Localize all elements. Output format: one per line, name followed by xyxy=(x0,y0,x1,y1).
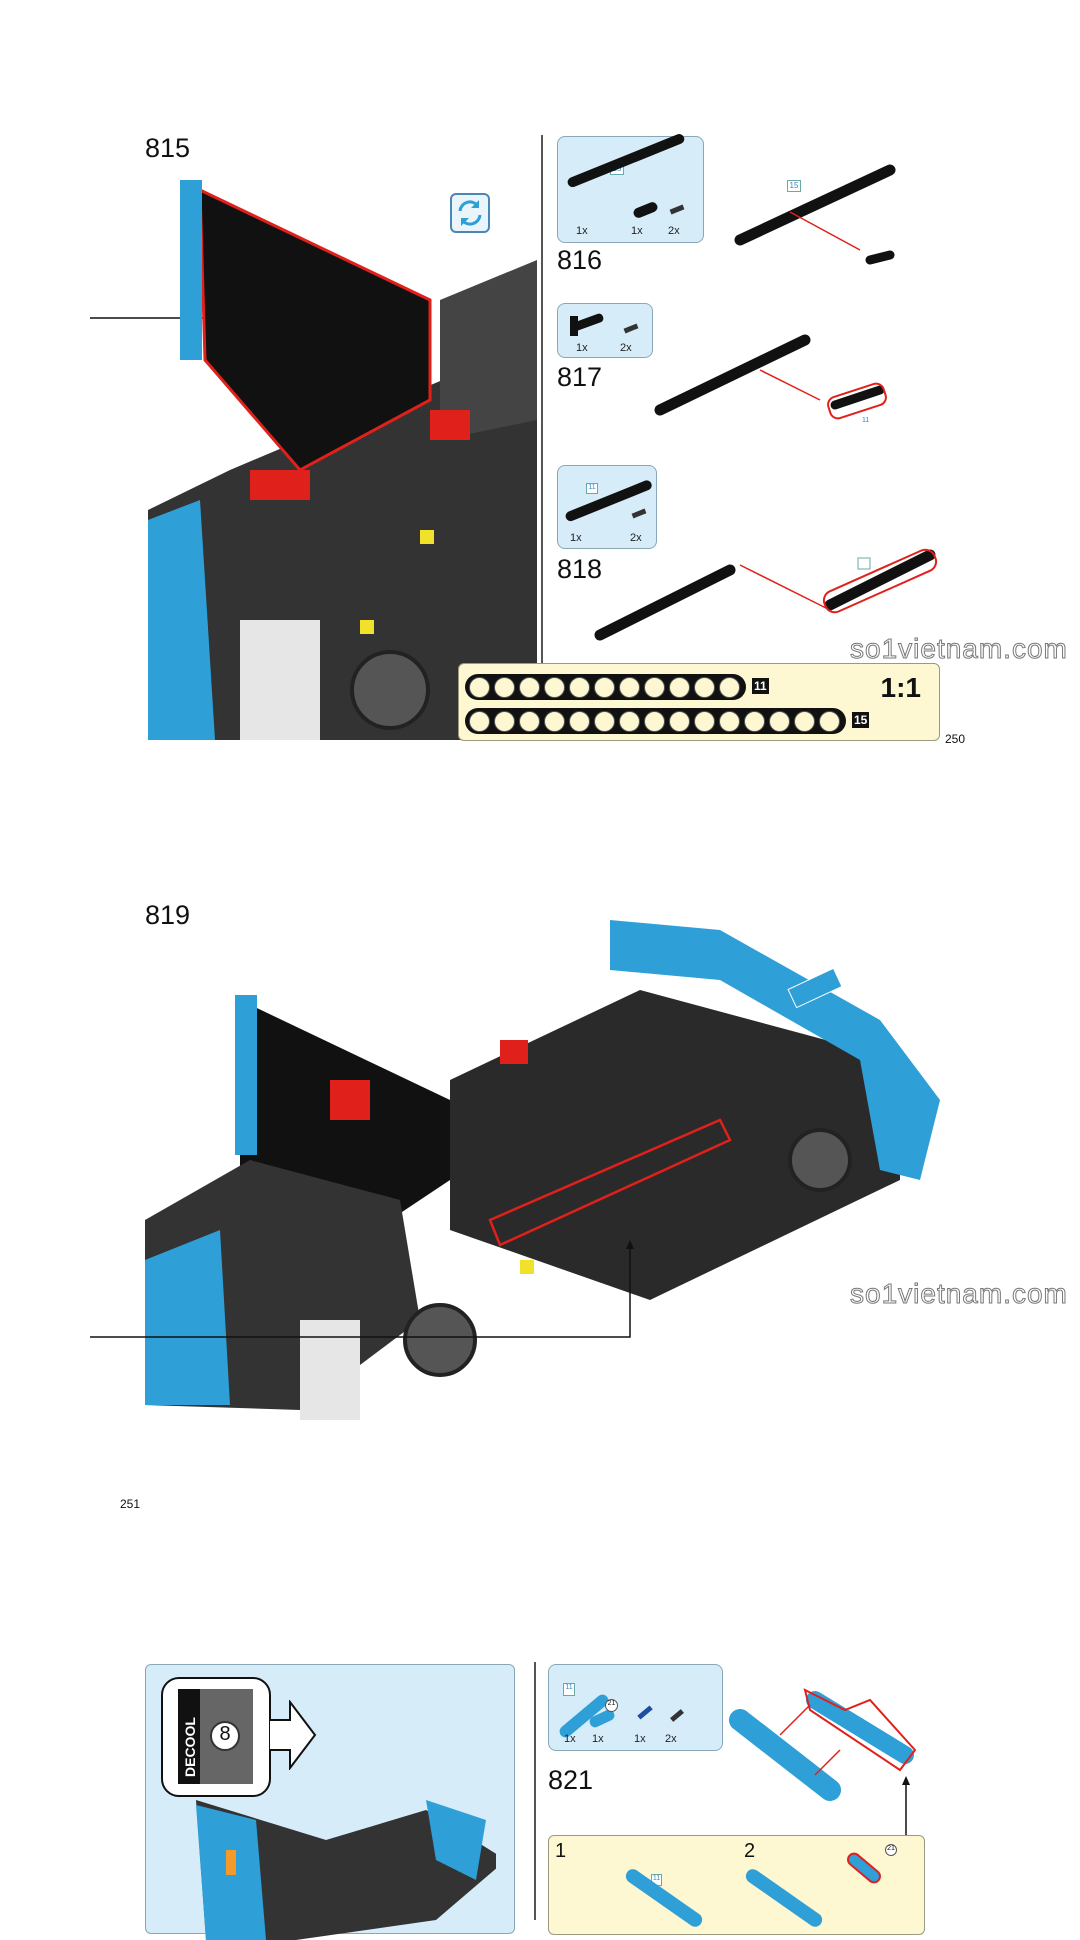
bag-callout: DECOOL 8 xyxy=(161,1677,271,1797)
ruler-hole xyxy=(494,710,515,732)
parts-bag-icon: DECOOL 8 xyxy=(178,1689,253,1784)
ruler-length-15: 15 xyxy=(852,712,870,728)
ruler-hole xyxy=(594,676,615,698)
part-qty: 1x xyxy=(570,532,582,544)
part-qty: 1x xyxy=(634,1733,646,1745)
ruler-hole xyxy=(644,710,665,732)
page-number: 251 xyxy=(120,1497,141,1511)
parts-list-818: 11 1x 2x xyxy=(557,465,657,549)
ruler-hole xyxy=(569,710,590,732)
substep-number: 1 xyxy=(555,1840,567,1862)
part-qty: 1x xyxy=(564,1733,576,1745)
ruler-hole xyxy=(519,710,540,732)
axle-pin-part xyxy=(637,1705,653,1720)
ruler-hole xyxy=(669,676,690,698)
ruler-hole xyxy=(719,676,740,698)
step-illustrations-816-818 xyxy=(594,164,938,641)
bag-brand: DECOOL xyxy=(182,1717,198,1777)
ruler-hole xyxy=(544,710,565,732)
model-overview xyxy=(196,1800,496,1940)
ruler-hole xyxy=(469,710,490,732)
ruler-hole xyxy=(619,676,640,698)
substep-panel: 1 2 11 21 xyxy=(548,1835,925,1935)
model-beam-tag: 11 xyxy=(862,417,870,424)
step-illustration-821 xyxy=(729,1688,917,1835)
part-tag: 21 xyxy=(885,1844,897,1856)
ruler-hole xyxy=(769,710,790,732)
bag-callout-panel: DECOOL 8 xyxy=(145,1664,515,1940)
pin-part xyxy=(670,1709,684,1722)
parts-list-816: 15 1x 1x 2x xyxy=(557,132,704,243)
ruler-hole xyxy=(794,710,815,732)
page-divider xyxy=(541,135,543,740)
ruler-hole xyxy=(719,710,740,732)
part-tag: 21 xyxy=(605,1699,618,1712)
page-divider xyxy=(534,1662,536,1920)
blue-beam-part xyxy=(743,1866,825,1930)
assembly-illustration-815 xyxy=(90,180,537,740)
ruler-length-11: 11 xyxy=(752,678,769,694)
part-qty: 2x xyxy=(630,532,642,544)
step-number-817: 817 xyxy=(557,362,603,392)
arrow-right-icon xyxy=(270,1700,317,1770)
ruler-beam-15 xyxy=(465,708,846,734)
ruler-hole xyxy=(644,676,665,698)
part-qty: 2x xyxy=(668,225,680,237)
ruler-beam-11 xyxy=(465,674,746,700)
substep-number: 2 xyxy=(744,1840,756,1862)
scale-ruler: 11 1:1 15 xyxy=(458,663,940,741)
ruler-hole xyxy=(544,676,565,698)
ruler-hole xyxy=(694,676,715,698)
page-number: 250 xyxy=(945,732,966,746)
ruler-hole xyxy=(519,676,540,698)
parts-list-821: 11 21 1x 1x 1x 2x xyxy=(548,1664,723,1751)
ruler-hole xyxy=(594,710,615,732)
ruler-hole xyxy=(744,710,765,732)
ruler-hole xyxy=(494,676,515,698)
step-number-815: 815 xyxy=(145,133,191,163)
ruler-hole xyxy=(669,710,690,732)
step-number-821: 821 xyxy=(548,1765,594,1795)
step-number-816: 816 xyxy=(557,245,603,275)
ruler-hole xyxy=(569,676,590,698)
ruler-hole xyxy=(819,710,840,732)
parts-list-817: 1x 2x xyxy=(557,303,653,358)
ruler-hole xyxy=(469,676,490,698)
part-qty: 1x xyxy=(631,225,643,237)
ruler-hole xyxy=(694,710,715,732)
beam-length-tag: 11 xyxy=(586,483,598,494)
beam-length-tag: 11 xyxy=(563,1683,575,1696)
part-qty: 1x xyxy=(592,1733,604,1745)
part-qty: 2x xyxy=(620,342,632,354)
watermark: so1vietnam.com xyxy=(850,633,1068,665)
blue-beam-part xyxy=(623,1866,705,1930)
bag-number: 8 xyxy=(210,1721,240,1751)
step-number-818: 818 xyxy=(557,554,603,584)
assembly-illustration-819 xyxy=(90,920,940,1420)
blue-connector-part xyxy=(844,1849,884,1887)
watermark: so1vietnam.com xyxy=(850,1278,1068,1310)
part-qty: 1x xyxy=(576,225,588,237)
scale-label: 1:1 xyxy=(880,672,921,703)
part-qty: 1x xyxy=(576,342,588,354)
part-qty: 2x xyxy=(665,1733,677,1745)
rotate-model-icon xyxy=(450,193,490,233)
step-number-819: 819 xyxy=(145,900,191,930)
ruler-hole xyxy=(619,710,640,732)
model-beam-tag: 15 xyxy=(787,180,801,192)
